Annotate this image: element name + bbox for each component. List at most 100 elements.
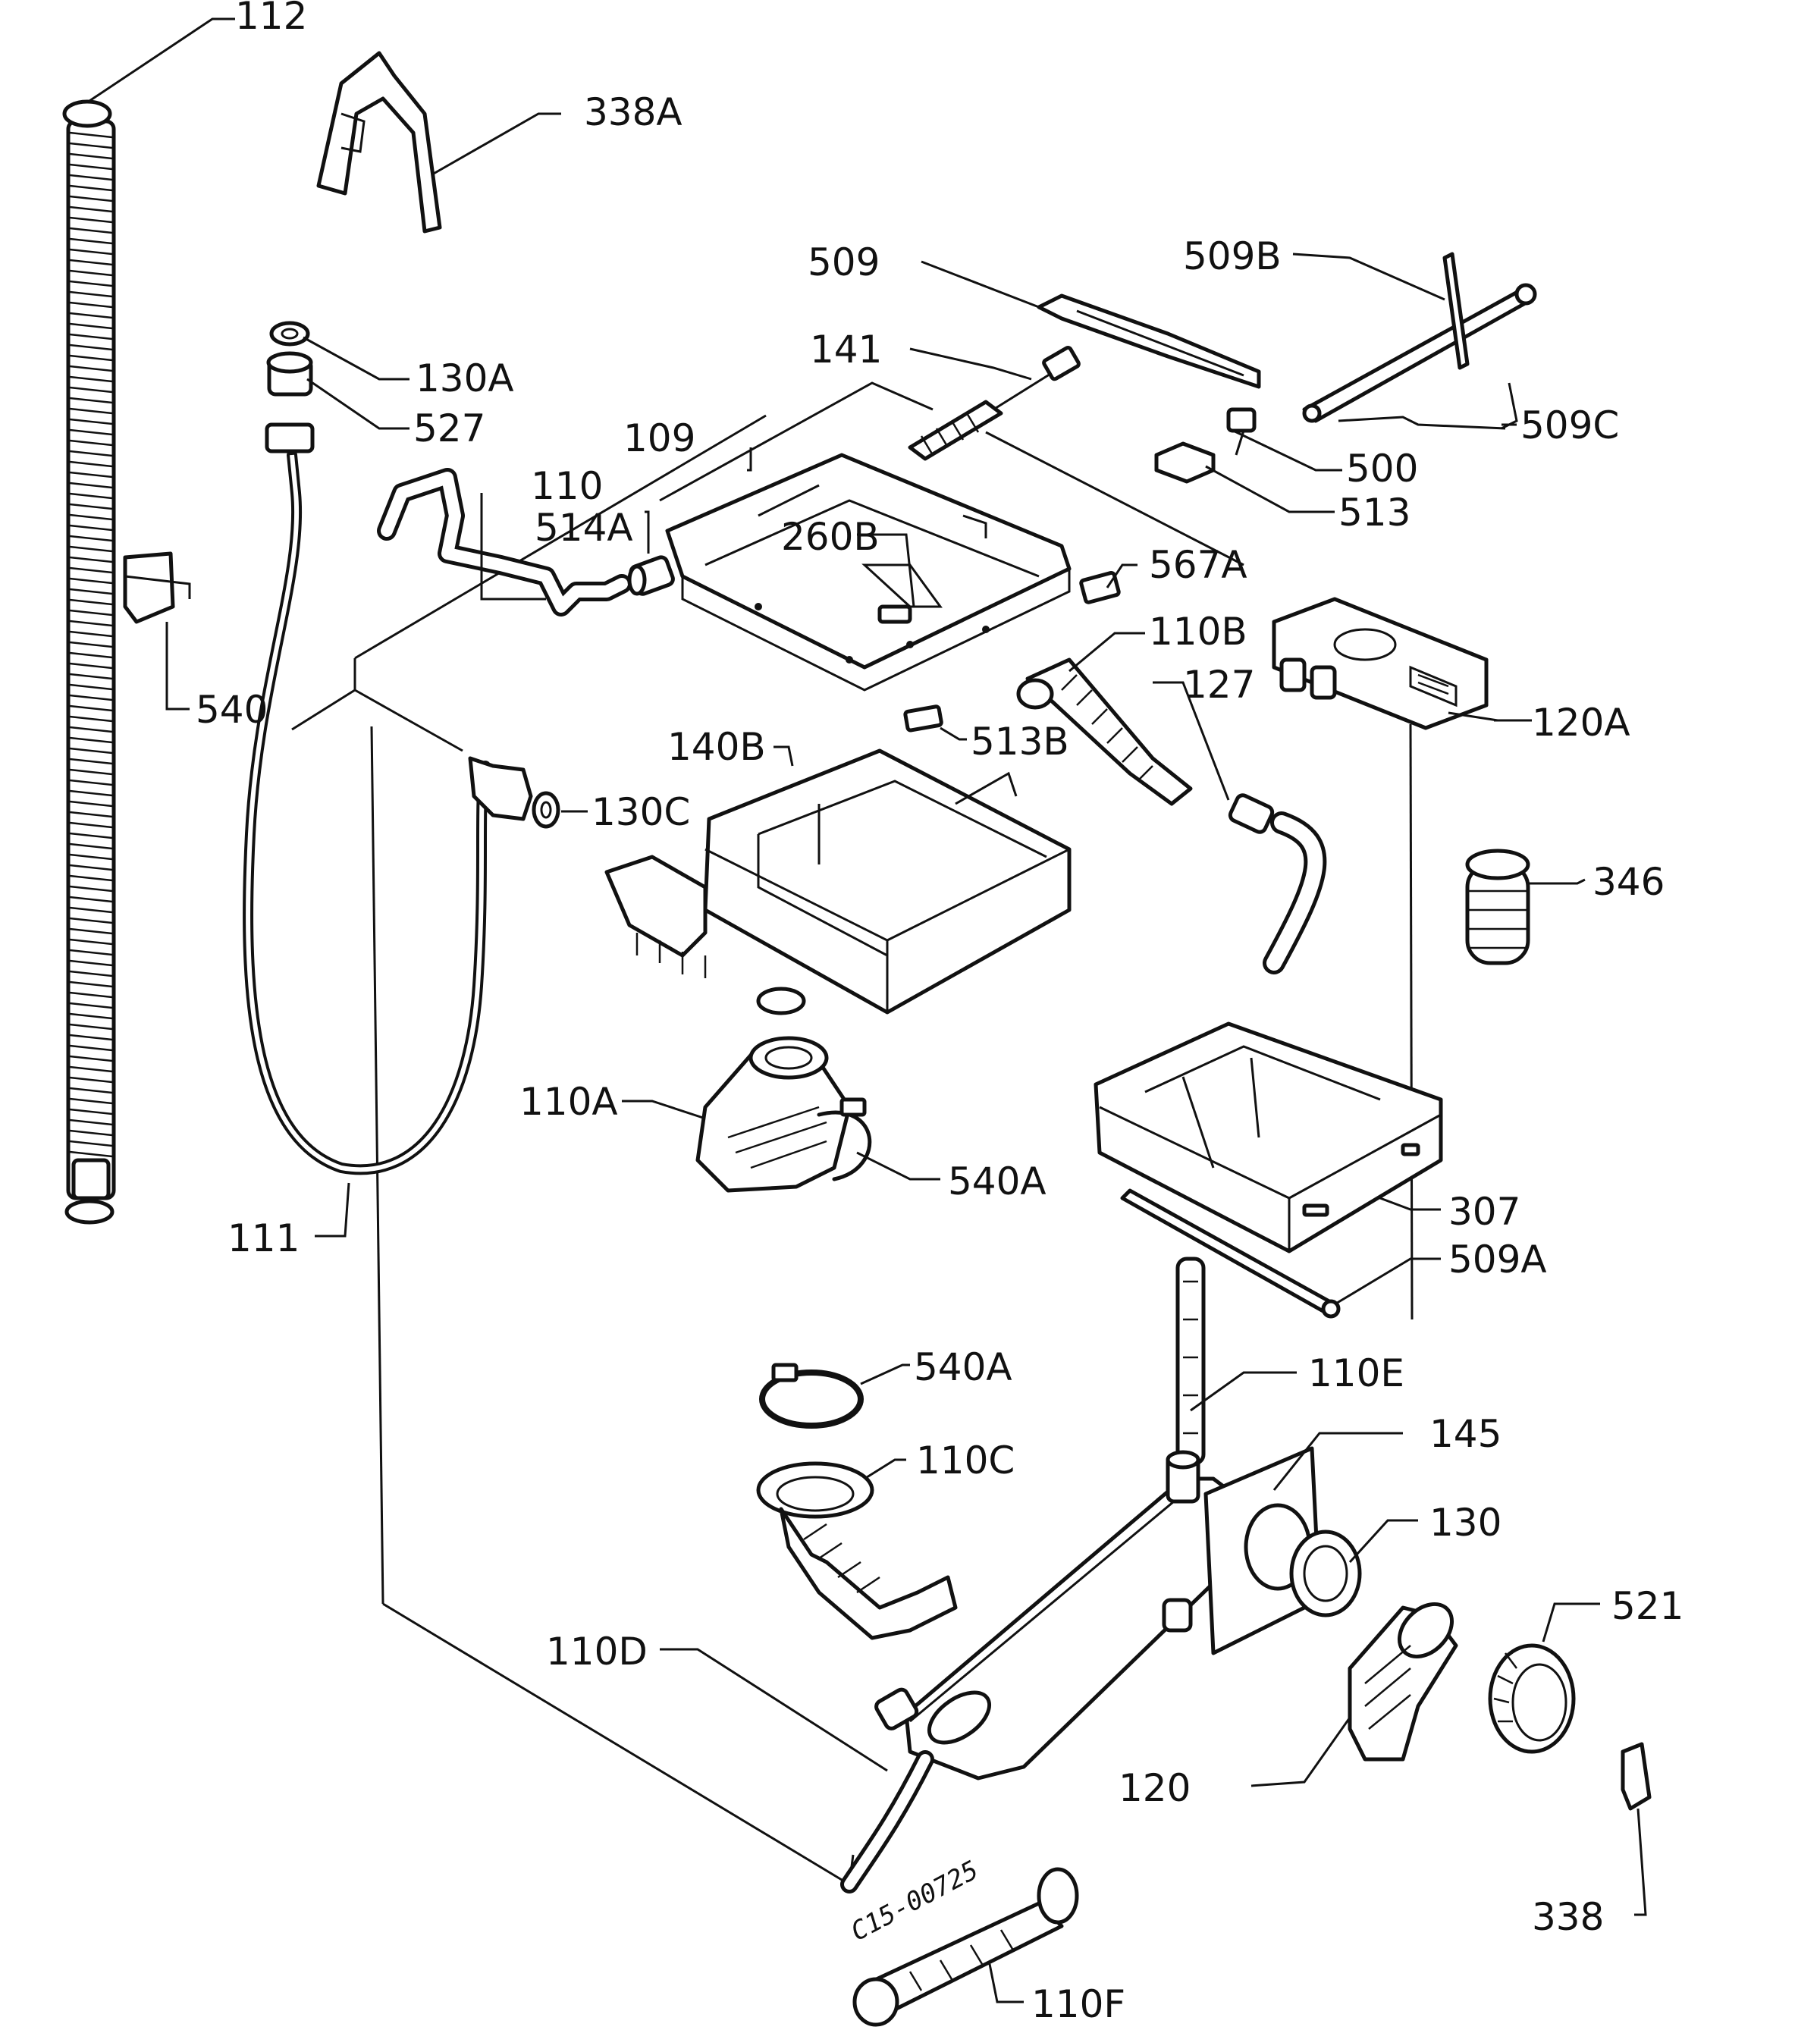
hose-corrugation-line: [69, 386, 113, 394]
hose-corrugation-line: [69, 1119, 113, 1126]
part-513B-clip: [903, 704, 943, 733]
hose-corrugation-line: [69, 482, 113, 489]
part-141-spring-rod: [908, 345, 1081, 461]
hose-corrugation-line: [69, 726, 113, 733]
hose-corrugation-line: [69, 609, 113, 617]
label-540: 540: [196, 688, 268, 732]
label-141: 141: [810, 328, 882, 372]
hose-corrugation-line: [69, 1140, 113, 1147]
hose-corrugation-line: [69, 938, 113, 946]
part-509-lever: [1037, 293, 1261, 389]
part-338A-hose-hanger: [316, 51, 442, 234]
hose-corrugation-line: [69, 980, 113, 988]
part-labels: 112 338A 509 509B 141 130A 527 109 509C …: [196, 0, 1684, 2026]
hose-corrugation-line: [69, 471, 113, 478]
hose-corrugation-line: [69, 959, 113, 967]
hose-corrugation-line: [69, 301, 113, 309]
hose-corrugation-line: [69, 216, 113, 224]
hose-corrugation-line: [69, 439, 113, 447]
label-540A-lower: 540A: [914, 1345, 1012, 1389]
hose-corrugation-line: [69, 768, 113, 776]
label-346: 346: [1592, 860, 1665, 904]
part-130C-washer: [532, 791, 560, 829]
label-509A: 509A: [1448, 1238, 1547, 1282]
hose-corrugation-line: [69, 598, 113, 606]
hose-corrugation-line: [69, 333, 113, 340]
part-110A-bellows: [695, 1036, 852, 1193]
hose-corrugation-line: [69, 906, 113, 914]
label-110E: 110E: [1308, 1351, 1404, 1395]
part-500-switch: [1226, 407, 1257, 456]
hose-corrugation-line: [69, 492, 113, 500]
hose-corrugation-line: [69, 577, 113, 585]
hose-corrugation-line: [69, 397, 113, 404]
hose-corrugation-line: [69, 1044, 113, 1052]
hose-corrugation-line: [69, 184, 113, 192]
part-527-nut: [266, 351, 313, 397]
hose-corrugation-line: [69, 832, 113, 839]
label-145: 145: [1429, 1412, 1502, 1456]
part-120A-drawer-lid: [1272, 597, 1489, 730]
hose-corrugation-line: [69, 375, 113, 383]
label-260B: 260B: [781, 515, 880, 559]
label-110: 110: [531, 464, 603, 508]
part-112-long-corrugated-hose: [62, 99, 116, 1225]
label-509C: 509C: [1520, 403, 1619, 447]
hose-corrugation-line: [69, 418, 113, 425]
hose-corrugation-line: [69, 683, 113, 691]
label-130C: 130C: [592, 790, 690, 834]
part-130-ring: [1289, 1530, 1362, 1617]
hose-corrugation-line: [69, 535, 113, 542]
hose-corrugation-line: [69, 227, 113, 234]
label-509B: 509B: [1183, 234, 1282, 278]
part-140B-tray: [604, 748, 1072, 1015]
label-127: 127: [1183, 663, 1255, 707]
part-109-control-plate: [665, 453, 1072, 692]
part-540A-lower-clamp: [759, 1363, 864, 1429]
hose-corrugation-line: [69, 174, 113, 181]
part-540A-upper-clamp: [817, 1097, 872, 1181]
hose-corrugation-line: [69, 195, 113, 202]
part-110E-hose: [1175, 1257, 1206, 1466]
part-346-bellows: [1465, 849, 1530, 965]
hose-corrugation-line: [69, 673, 113, 680]
hose-corrugation-line: [69, 630, 113, 638]
hose-corrugation-line: [69, 927, 113, 935]
part-338-clip: [1621, 1742, 1652, 1811]
hose-corrugation-line: [69, 322, 113, 330]
hose-corrugation-line: [69, 651, 113, 659]
hose-corrugation-line: [69, 1087, 113, 1094]
label-120A: 120A: [1532, 701, 1630, 745]
hose-corrugation-line: [69, 800, 113, 808]
label-120: 120: [1119, 1766, 1191, 1810]
hose-corrugation-line: [69, 736, 113, 744]
hose-corrugation-line: [69, 460, 113, 468]
part-110-hose: [377, 468, 632, 617]
label-307: 307: [1448, 1190, 1520, 1234]
hose-corrugation-line: [69, 206, 113, 213]
hose-corrugation-line: [69, 588, 113, 595]
label-513B: 513B: [971, 720, 1069, 764]
hose-corrugation-line: [69, 853, 113, 861]
hose-corrugation-line: [69, 991, 113, 999]
hose-corrugation-line: [69, 269, 113, 277]
part-110D-hose: [840, 1750, 934, 1894]
part-540-clamp: [123, 551, 191, 624]
hose-corrugation-line: [69, 290, 113, 298]
hose-corrugation-line: [69, 662, 113, 670]
hose-corrugation-line: [69, 620, 113, 627]
hose-corrugation-line: [69, 428, 113, 436]
part-521-filter-wheel: [1488, 1643, 1576, 1754]
label-109: 109: [623, 416, 695, 460]
label-110F: 110F: [1031, 1982, 1125, 2026]
hose-corrugation-line: [69, 1076, 113, 1084]
part-110B-hose: [1016, 657, 1193, 806]
label-500: 500: [1346, 447, 1418, 491]
hose-corrugation-line: [69, 896, 113, 903]
hose-corrugation-line: [69, 715, 113, 723]
label-521: 521: [1611, 1584, 1684, 1628]
hose-corrugation-line: [69, 354, 113, 362]
hose-corrugation-line: [69, 163, 113, 171]
hose-corrugation-line: [69, 821, 113, 829]
